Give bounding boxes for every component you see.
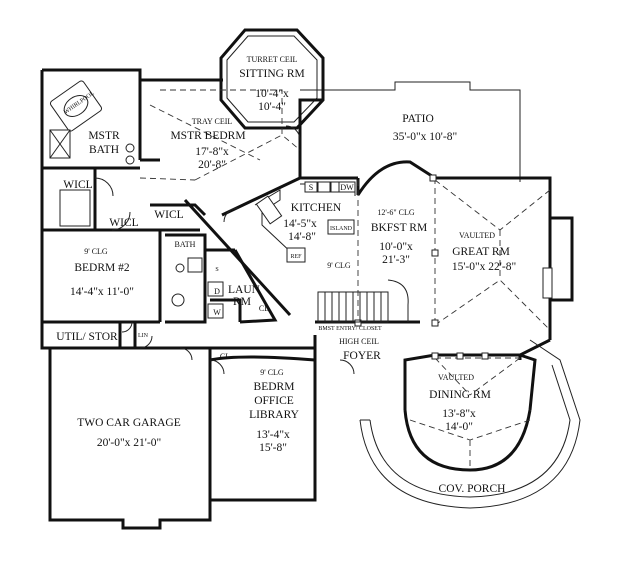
bath-small-label: BATH (175, 240, 196, 249)
turret-ceil-label: TURRET CEIL (247, 55, 298, 64)
kitchen-label: KITCHEN (291, 202, 342, 214)
dryer-label: D (214, 287, 220, 296)
hall-cl-label: CL (220, 352, 230, 361)
patio-label: PATIO (402, 113, 434, 125)
library-label: LIBRARY (249, 409, 300, 421)
mstr-bedrm-label: MSTR BEDRM (170, 130, 245, 142)
dining-vaulted-label: VAULTED (438, 373, 474, 382)
kitchen-fixtures (254, 181, 356, 263)
wicl-label-2: WICL (109, 217, 138, 229)
great-rm-label: GREAT RM (452, 246, 510, 258)
mstr-label: MSTR (88, 130, 120, 142)
dw-label: DW (340, 183, 354, 192)
walls (40, 68, 574, 530)
wicl-label-3: WICL (154, 209, 183, 221)
bkfst-dim1: 10'-0"x (379, 241, 413, 253)
high-ceil-label: HIGH CEIL (339, 337, 379, 346)
ceiling-lines (139, 89, 551, 470)
garage-dim: 20'-0"x 21'-0" (97, 437, 161, 449)
bkfst-rm-label: BKFST RM (371, 222, 427, 234)
bedrm2-clg-label: 9' CLG (84, 247, 108, 256)
sitting-rm-label: SITTING RM (239, 68, 305, 80)
patio (300, 81, 521, 182)
bkfst-dim2: 21'-3" (382, 254, 410, 266)
office-label: OFFICE (254, 395, 294, 407)
dining-rm-label: DINING RM (429, 389, 491, 401)
cov-porch-label: COV. PORCH (439, 483, 506, 495)
tray-ceil-label: TRAY CEIL (192, 117, 233, 126)
kitchen-dim1: 14'-5"x (283, 218, 317, 230)
bkfst-clg-label: 12'-6" CLG (377, 208, 415, 217)
dining-dim1: 13'-8"x (442, 408, 476, 420)
wicl-label-1: WICL (63, 179, 92, 191)
sink-small-label: S (215, 267, 218, 273)
posts (354, 174, 489, 360)
bedrm2-dim: 14'-4"x 11'-0" (70, 286, 134, 298)
mstr-bedrm-dim2: 20'-8" (198, 159, 226, 171)
great-vaulted-label: VAULTED (459, 231, 495, 240)
laun-rm-label: RM (233, 296, 251, 308)
library-dim1: 13'-4"x (256, 429, 290, 441)
mstr-bedrm-dim1: 17'-8"x (195, 146, 229, 158)
kitchen-clg-label: 9' CLG (327, 261, 351, 270)
kitchen-dim2: 14'-8" (288, 231, 316, 243)
doors (94, 125, 355, 375)
library-dim2: 15'-8" (259, 442, 287, 454)
covered-porch (359, 339, 581, 509)
bath-fixtures (49, 80, 224, 319)
bmst-entry-label: BMST ENTRY/ CLOSET (318, 326, 382, 332)
dining-dim2: 14'-0" (445, 421, 473, 433)
laun-cl-label: CL (259, 304, 269, 313)
great-rm-dim: 15'-0"x 22'-8" (452, 261, 516, 273)
bedrm2-label: BEDRM #2 (74, 262, 130, 274)
room-labels: TURRET CEIL SITTING RM 10'-4"x 10'-4" PA… (56, 55, 516, 495)
island-label: ISLAND (330, 226, 353, 232)
sitting-rm-dim1: 10'-4"x (255, 88, 289, 100)
turret-sitting-room (219, 28, 325, 130)
patio-dim: 35'-0"x 10'-8" (393, 131, 457, 143)
ref-label: REF (290, 254, 302, 260)
util-stor-label: UTIL/ STOR (56, 331, 118, 343)
bedrm-office-label: BEDRM (254, 381, 295, 393)
stairs (317, 279, 409, 323)
laun-label: LAUN (228, 284, 261, 296)
garage-label: TWO CAR GARAGE (77, 417, 181, 429)
foyer-label: FOYER (343, 350, 381, 362)
sitting-rm-dim2: 10'-4" (258, 101, 286, 113)
bath-label: BATH (89, 144, 119, 156)
sink-label: S (309, 183, 313, 192)
library-clg-label: 9' CLG (260, 368, 284, 377)
washer-label: W (213, 308, 221, 317)
lin-label: LIN (138, 333, 149, 339)
